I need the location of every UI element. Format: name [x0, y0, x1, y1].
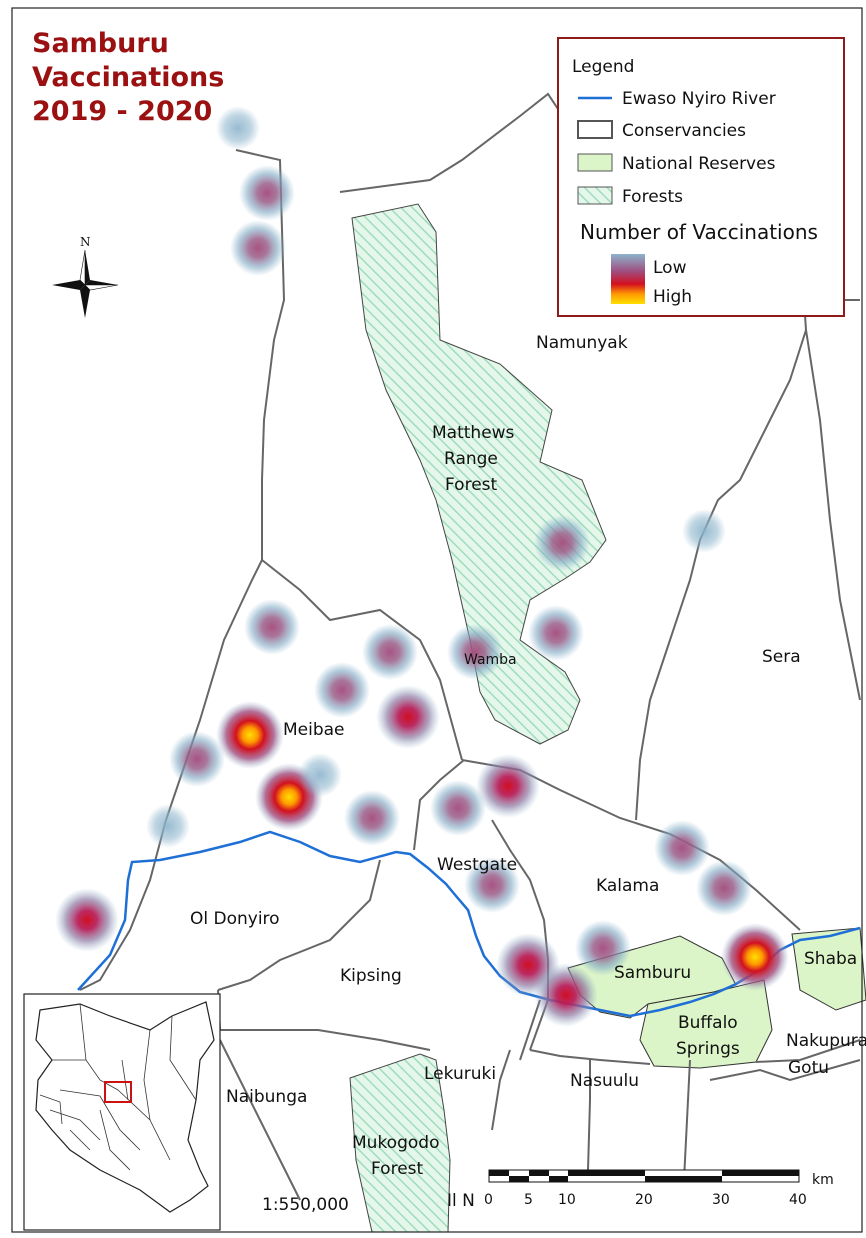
legend-item-forests: Forests [622, 187, 683, 207]
legend: Legend Ewaso Nyiro River Conservancies N… [557, 37, 845, 317]
vaccination-hotspot-17 [682, 509, 726, 553]
scale-tick-20: 20 [635, 1192, 653, 1208]
label-nakupurat-2: Gotu [788, 1058, 829, 1078]
vaccination-hotspot-13 [55, 888, 119, 952]
label-ol-donyiro: Ol Donyiro [190, 909, 280, 929]
label-sera: Sera [762, 647, 801, 667]
vaccination-hotspot-7 [216, 701, 284, 769]
label-naibunga: Naibunga [226, 1087, 307, 1107]
vaccination-hotspot-10 [298, 753, 342, 797]
scale-tick-0: 0 [484, 1192, 493, 1208]
scale-unit: km [812, 1172, 834, 1188]
label-lekuruki: Lekuruki [424, 1064, 496, 1084]
vaccination-heat-layer [55, 106, 789, 1027]
vaccination-hotspot-16 [528, 605, 584, 661]
vaccination-hotspot-22 [696, 860, 752, 916]
vaccination-hotspot-11 [344, 790, 400, 846]
map-title-line3: 2019 - 2020 [32, 96, 212, 127]
legend-box [557, 37, 845, 317]
vaccination-hotspot-8 [169, 731, 225, 787]
label-westgate: Westgate [437, 855, 517, 875]
legend-heading: Legend [572, 57, 634, 77]
legend-heat-low: Low [653, 258, 687, 278]
legend-heat-high: High [653, 287, 692, 307]
label-matthews-2: Range [444, 449, 498, 469]
label-mukogodo-1: Mukogodo [352, 1133, 439, 1153]
map-border [11, 7, 863, 1233]
label-wamba: Wamba [464, 652, 517, 668]
vaccination-hotspot-20 [464, 857, 520, 913]
vaccination-hotspot-6 [376, 685, 440, 749]
vaccination-hotspot-21 [654, 820, 710, 876]
north-arrow-label: N [80, 235, 91, 249]
scale-tick-40: 40 [789, 1192, 807, 1208]
legend-heat-swatch [611, 254, 645, 304]
legend-conservancy-swatch [577, 120, 613, 139]
scale-ratio: 1:550,000 [262, 1195, 349, 1215]
label-kalama: Kalama [596, 876, 659, 896]
vaccination-hotspot-3 [244, 599, 300, 655]
scale-tick-30: 30 [712, 1192, 730, 1208]
scale-tick-5: 5 [524, 1192, 533, 1208]
vaccination-hotspot-2 [216, 106, 260, 150]
label-kipsing: Kipsing [340, 966, 402, 986]
label-mukogodo-2: Forest [371, 1159, 424, 1179]
label-shaba: Shaba [804, 949, 857, 969]
label-matthews-3: Forest [445, 475, 498, 495]
ewaso-nyiro-river [77, 830, 861, 1018]
mukogodo-forest [349, 1053, 451, 1233]
label-samburu: Samburu [614, 963, 691, 983]
vaccination-hotspot-15 [534, 515, 590, 571]
inset-map [23, 993, 221, 1231]
vaccination-hotspot-12 [146, 804, 190, 848]
label-buffalo-1: Buffalo [678, 1013, 738, 1033]
vaccination-hotspot-23 [575, 920, 631, 976]
scale-tick-10: 10 [558, 1192, 576, 1208]
legend-item-conservancies: Conservancies [622, 121, 746, 141]
label-meibae: Meibae [283, 720, 345, 740]
label-il-ngwesi: Il N [447, 1191, 475, 1211]
vaccination-hotspot-26 [721, 923, 789, 991]
map-title-line1: Samburu [32, 28, 169, 59]
vaccination-hotspot-18 [476, 754, 540, 818]
label-nakupurat-1: Nakupurat [786, 1031, 866, 1051]
place-labels: Namunyak Matthews Range Forest Sera Wamb… [190, 333, 866, 1211]
label-buffalo-2: Springs [676, 1039, 740, 1059]
vaccination-hotspot-0 [239, 165, 295, 221]
north-arrow: N [52, 235, 119, 318]
legend-item-reserves: National Reserves [622, 154, 776, 174]
shaba-reserve [791, 927, 866, 1011]
vaccination-hotspot-1 [230, 220, 286, 276]
label-nasuulu: Nasuulu [570, 1071, 639, 1091]
legend-heat-title: Number of Vaccinations [580, 220, 818, 244]
map-title-line2: Vaccinations [32, 62, 224, 93]
label-matthews-1: Matthews [432, 423, 515, 443]
vaccination-hotspot-14 [447, 624, 503, 680]
vaccination-hotspot-5 [362, 624, 418, 680]
legend-item-river: Ewaso Nyiro River [622, 89, 776, 109]
vaccination-hotspot-19 [430, 780, 486, 836]
legend-reserve-swatch [577, 153, 613, 172]
legend-forest-swatch [577, 186, 613, 205]
label-namunyak: Namunyak [536, 333, 628, 353]
vaccination-hotspot-4 [314, 662, 370, 718]
vaccination-hotspot-25 [534, 963, 598, 1027]
inset-study-area-box [104, 1081, 132, 1103]
scale-bar: 0 5 10 20 30 40 km 1:550,000 [262, 1169, 834, 1215]
